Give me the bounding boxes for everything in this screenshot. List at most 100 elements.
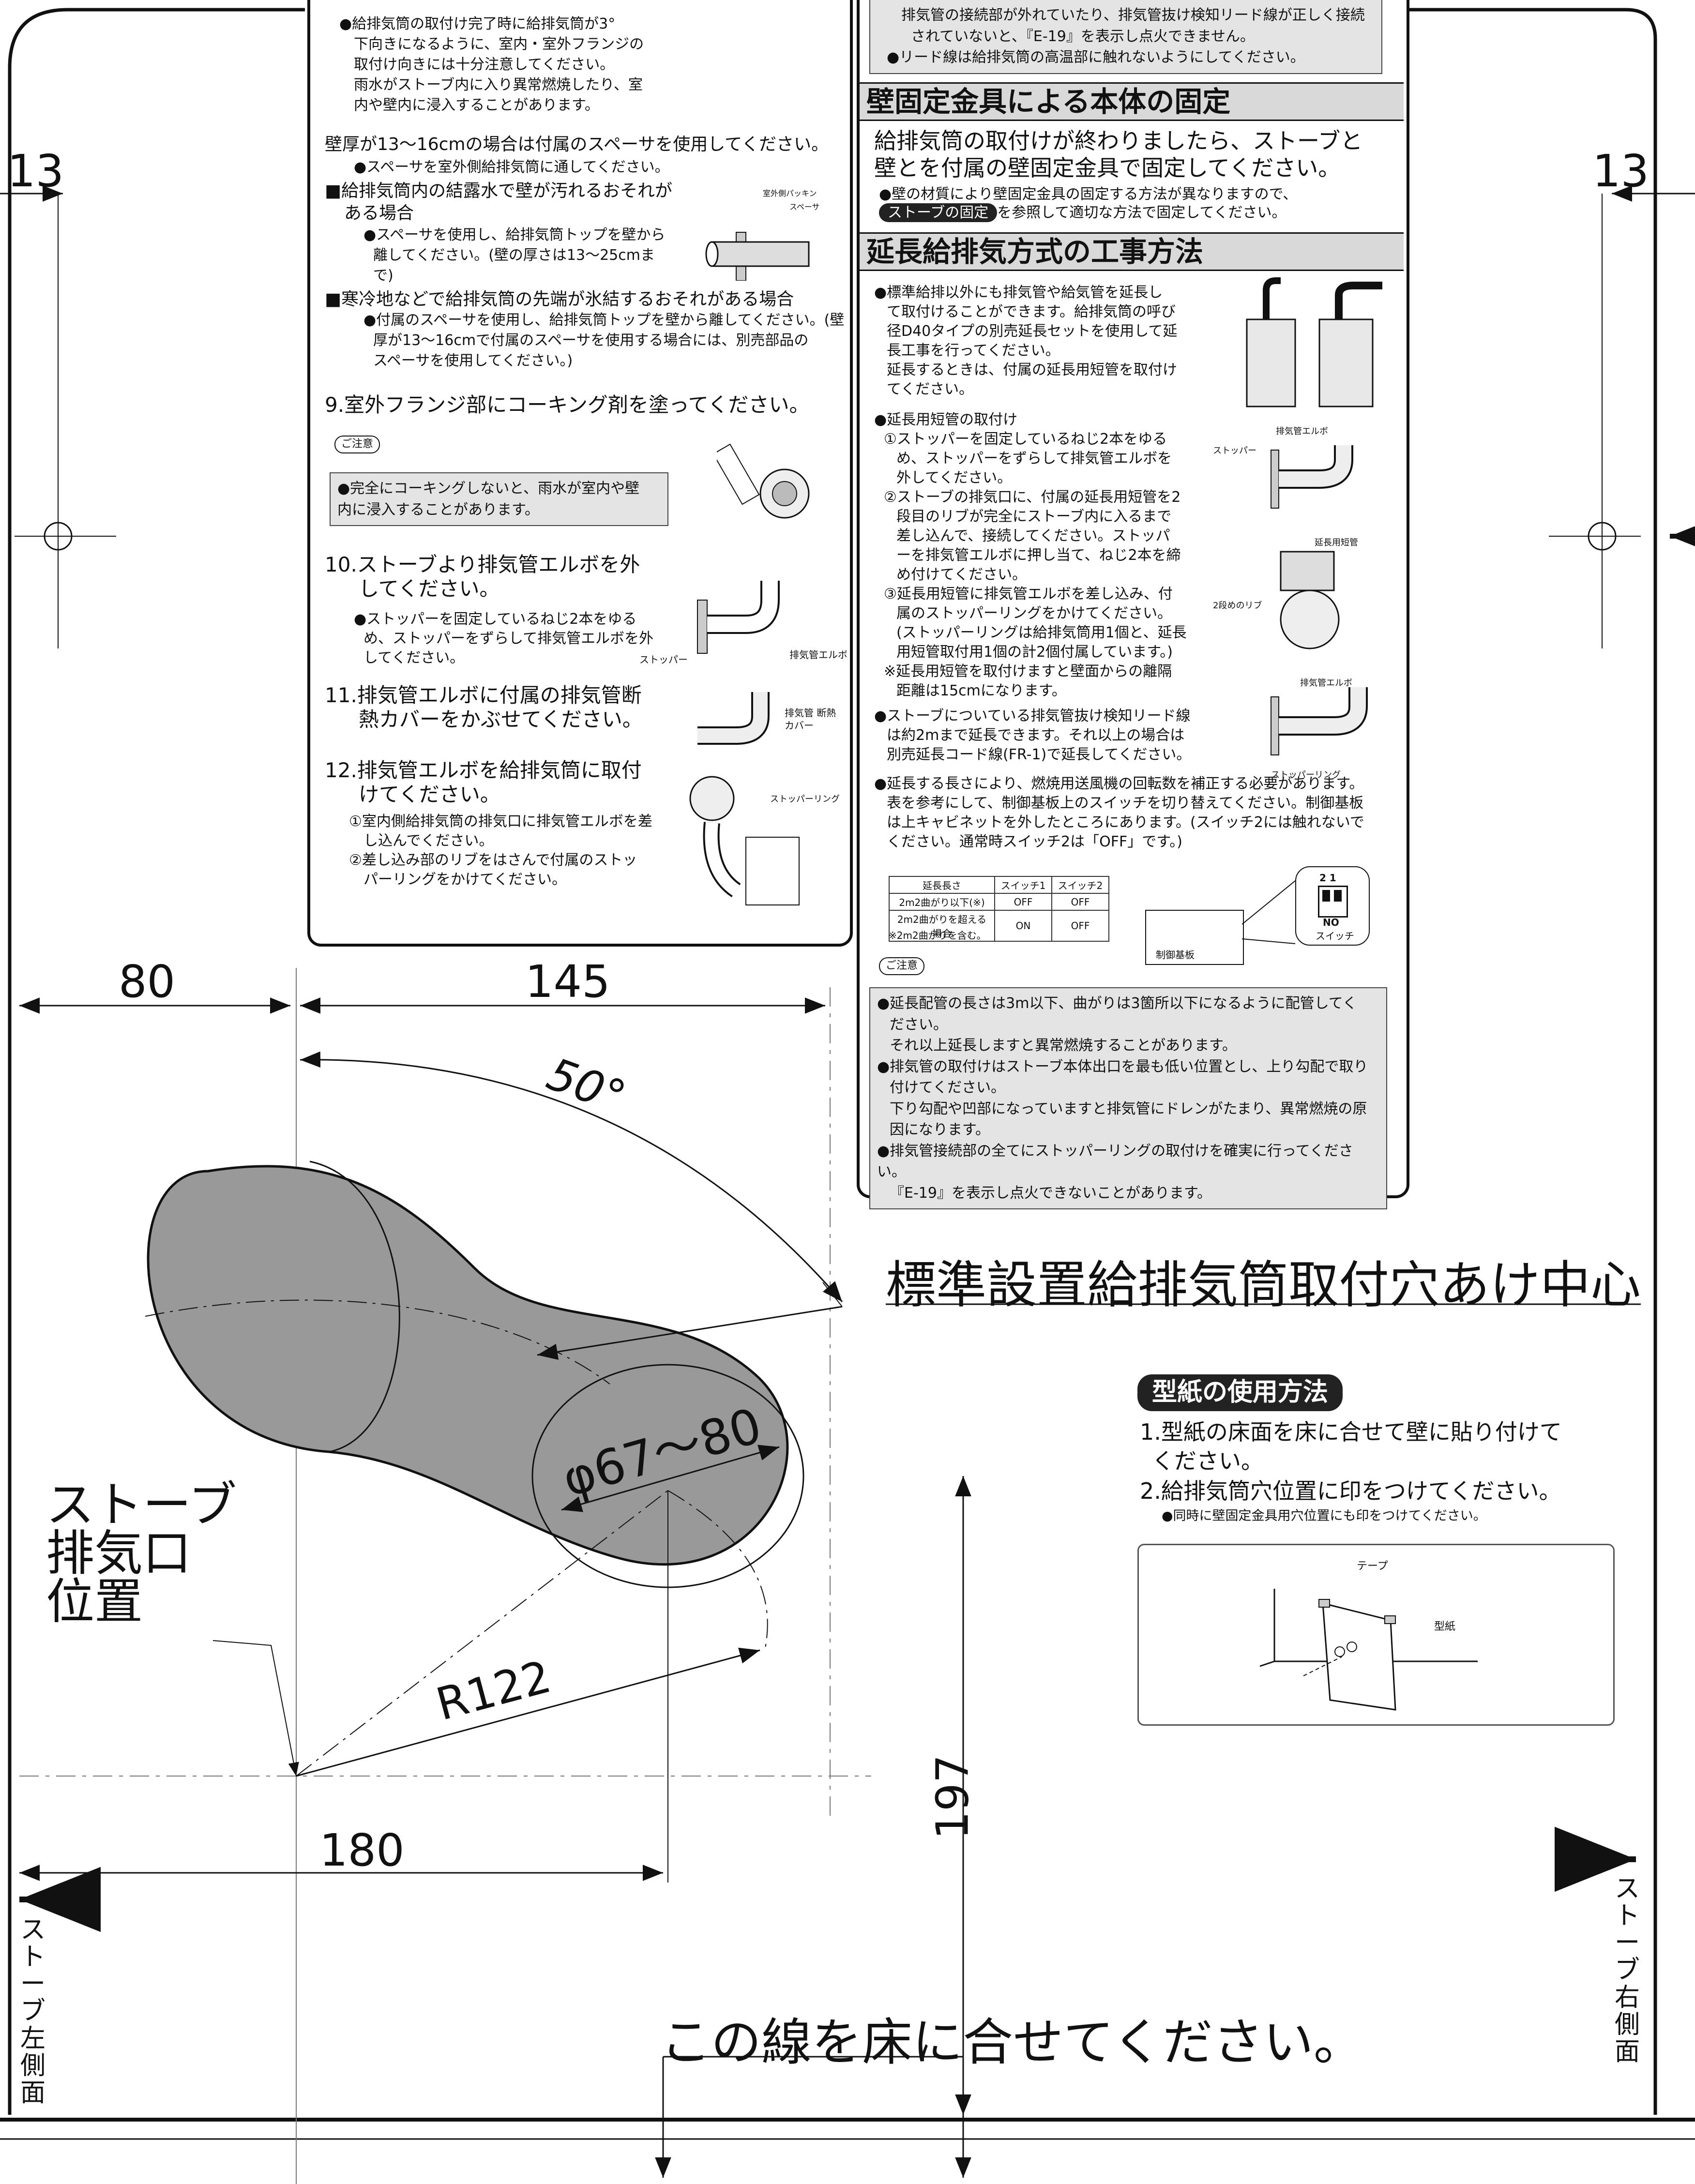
- stove-exhaust-line: ストーブ: [46, 1476, 237, 1533]
- heat-cover-label: 排気管 断熱カバー: [785, 707, 836, 731]
- caution-line: 『E-19』を表示し点火できないことがあります。: [890, 1184, 1211, 1202]
- top-note: 排気管の接続部が外れていたり、排気管抜け検知リード線が正しく接続 されていないと…: [869, 0, 1382, 74]
- usage-title-pill: 型紙の使用方法: [1137, 1374, 1343, 1411]
- cold-line: 厚が13〜16cmで付属のスペーサを使用する場合には、別売部品の: [373, 332, 809, 349]
- ext-intro: 径D40タイプの別売延長セットを使用して延: [887, 323, 1178, 340]
- note-line: 内に浸入することがあります。: [337, 501, 539, 518]
- stove-fix-reference: ストーブの固定: [879, 203, 998, 222]
- top-note-line: ●リード線は給排気筒の高温部に触れないようにしてください。: [887, 49, 1305, 66]
- table-cell: 2m2曲がりを超える場合: [889, 910, 995, 942]
- elbow-illustration: [697, 581, 780, 654]
- ext-step: ②ストーブの排気口に、付属の延長用短管を2: [884, 489, 1181, 506]
- dim-180: 180: [319, 1824, 405, 1876]
- ext-step: ※延長用短管を取付けますと壁面からの離隔: [884, 663, 1172, 680]
- section-wall-fix-note: ストーブの固定を参照して適切な方法で固定してください。: [879, 203, 1286, 222]
- dip-slider: [1322, 890, 1330, 902]
- step-11: 熱カバーをかぶせてください。: [359, 708, 643, 731]
- ext-step: 段目のリブが完全にストーブ内に入るまで: [896, 508, 1172, 525]
- section-wall-fix-note-tail: を参照して適切な方法で固定してください。: [997, 204, 1286, 221]
- table-header: スイッチ1: [994, 876, 1052, 894]
- wall-thickness-sub: ●スペーサを室外側給排気筒に通してください。: [354, 159, 669, 176]
- ext-lead: は約2mまで延長できます。それ以上の場合は: [887, 727, 1185, 744]
- ext-step: ③延長用短管に排気管エルボを差し込み、付: [884, 586, 1173, 602]
- switch-callout-lines: [1242, 880, 1295, 944]
- condensation-line: で): [373, 267, 393, 284]
- switch-no: NO: [1323, 917, 1339, 928]
- cold-line: ●付属のスペーサを使用し、給排気筒トップを壁から離してください。(壁: [363, 312, 845, 329]
- caution-line: 下り勾配や凹部になっていますと排気管にドレンがたまり、異常燃焼の原: [890, 1100, 1367, 1117]
- ext-adjust: 表を参考にして、制御基板上のスイッチを切り替えてください。制御基板: [887, 795, 1364, 812]
- floor-line-label: この線を床に合せてください。: [661, 2013, 1364, 2072]
- warn-line: ●給排気筒の取付け完了時に給排気筒が3°: [339, 15, 616, 32]
- stove-exhaust-line: 位置: [46, 1573, 143, 1630]
- exhaust-elbow-label: 排気管エルボ: [789, 649, 848, 661]
- table-header: スイッチ2: [1051, 876, 1109, 894]
- step-9: 9.室外フランジ部にコーキング剤を塗ってください。: [325, 393, 810, 417]
- caution-badge: ご注意: [334, 436, 380, 453]
- tape-label: テープ: [1357, 1560, 1388, 1572]
- table-cell: OFF: [994, 893, 1052, 911]
- rib-label: 2段めのリブ: [1213, 601, 1262, 611]
- ext-lead: 別売延長コード線(FR-1)で延長してください。: [887, 746, 1191, 763]
- caution-line: ださい。: [890, 1016, 948, 1033]
- top-note-line: 排気管の接続部が外れていたり、排気管抜け検知リード線が正しく接続: [901, 7, 1365, 24]
- connection-illustration: [689, 776, 800, 905]
- usage-step-2: 2.給排気筒穴位置に印をつけてください。: [1140, 1478, 1561, 1504]
- usage-step-2-sub: ●同時に壁固定金具用穴位置にも印をつけてください。: [1162, 1508, 1486, 1523]
- step-12: けてください。: [359, 783, 500, 806]
- caution-line: ●排気管接続部の全てにストッパーリングの取付けを確実に行ってください。: [877, 1142, 1353, 1181]
- dim-13-right: 13: [1592, 145, 1650, 197]
- caulking-illustration: [717, 443, 810, 519]
- step-10-sub: してください。: [363, 649, 465, 666]
- dim-145: 145: [525, 956, 610, 1008]
- ext-intro: ●標準給排以外にも排気管や給気管を延長し: [874, 284, 1163, 301]
- spacer-label: スペーサ: [789, 202, 820, 211]
- extension-steps-illustration: [1271, 445, 1368, 755]
- section-wall-fix-body: 給排気筒の取付けが終わりましたら、ストーブと: [874, 128, 1363, 154]
- dim-13-left: 13: [7, 145, 64, 197]
- extension-caution-note: ●延長配管の長さは3m以下、曲がりは3箇所以下になるように配管してく ださい。 …: [869, 987, 1387, 1209]
- stopper-label: ストッパー: [639, 654, 688, 665]
- step-11: 11.排気管エルボに付属の排気管断: [325, 683, 642, 707]
- table-cell: 2m2曲がり以下(※): [889, 893, 995, 911]
- caution-line: それ以上延長しますと異常燃焼することがあります。: [890, 1037, 1237, 1054]
- switch-callout: 2 1 NO スイッチ: [1295, 866, 1370, 946]
- ext-step: め付けてください。: [896, 566, 1027, 583]
- left-side-label: ストーブ左側面: [20, 1915, 46, 2108]
- switch-table: 延長長さ スイッチ1 スイッチ2 2m2曲がり以下(※) OFF OFF 2m2…: [889, 876, 1109, 942]
- step-12-sub: パーリングをかけてください。: [363, 871, 567, 888]
- table-header-row: 延長長さ スイッチ1 スイッチ2: [889, 876, 1109, 894]
- condensation-line: 離してください。(壁の厚さは13〜25cmま: [373, 247, 655, 264]
- dim-80: 80: [119, 956, 176, 1008]
- outer-packing-label: 室外側パッキン: [763, 189, 817, 198]
- exhaust-elbow-label: 排気管エルボ: [1276, 426, 1328, 437]
- dip-slider: [1334, 890, 1342, 902]
- control-board-label: 制御基板: [1156, 949, 1195, 961]
- warn-line: 内や壁内に浸入することがあります。: [354, 97, 599, 114]
- ext-intro: 延長するときは、付属の延長用短管を取付け: [887, 361, 1177, 378]
- paper-label: 型紙: [1434, 1621, 1456, 1633]
- dip-switch: [1318, 886, 1348, 918]
- stopper-ring-label: ストッパーリング: [770, 794, 840, 804]
- warn-line: 雨水がストーブ内に入り異常燃焼したり、室: [354, 76, 643, 93]
- stopper-label: ストッパー: [1213, 446, 1256, 456]
- control-board: 制御基板: [1145, 910, 1244, 965]
- ext-intro: て取付けることができます。給排気筒の呼び: [887, 303, 1176, 320]
- ext-step: 用短管取付用1個の計2個付属しています。): [896, 644, 1173, 661]
- caution-line: ●排気管の取付けはストーブ本体出口を最も低い位置とし、上り勾配で取り: [877, 1058, 1368, 1075]
- stopper-ring-label: ストッパーリング: [1271, 770, 1341, 780]
- section-wall-fix-note: ●壁の材質により壁固定金具の固定する方法が異なりますので、: [879, 186, 1298, 203]
- caution-line: ●延長配管の長さは3m以下、曲がりは3箇所以下になるように配管してく: [877, 995, 1357, 1012]
- center-mark-label: 標準設置給排気筒取付穴あけ中心: [886, 1255, 1641, 1314]
- cold-line: スペーサを使用してください。): [373, 352, 573, 369]
- ext-adjust: ください。通常時スイッチ2は「OFF」です。): [887, 833, 1182, 850]
- exhaust-elbow-label-2: 排気管エルボ: [1300, 678, 1352, 688]
- extension-short-label: 延長用短管: [1315, 538, 1358, 548]
- ext-step: ①ストッパーを固定しているねじ2本をゆる: [884, 431, 1167, 448]
- step-12-sub: ①室内側給排気筒の排気口に排気管エルボを差: [349, 813, 652, 830]
- switch-label: スイッチ: [1316, 930, 1354, 942]
- step-12-sub: ②差し込み部のリブをはさんで付属のストッ: [349, 852, 637, 869]
- step-10: してください。: [359, 577, 500, 601]
- ext-step: 差し込んで、接続してください。ストッパ: [896, 527, 1170, 544]
